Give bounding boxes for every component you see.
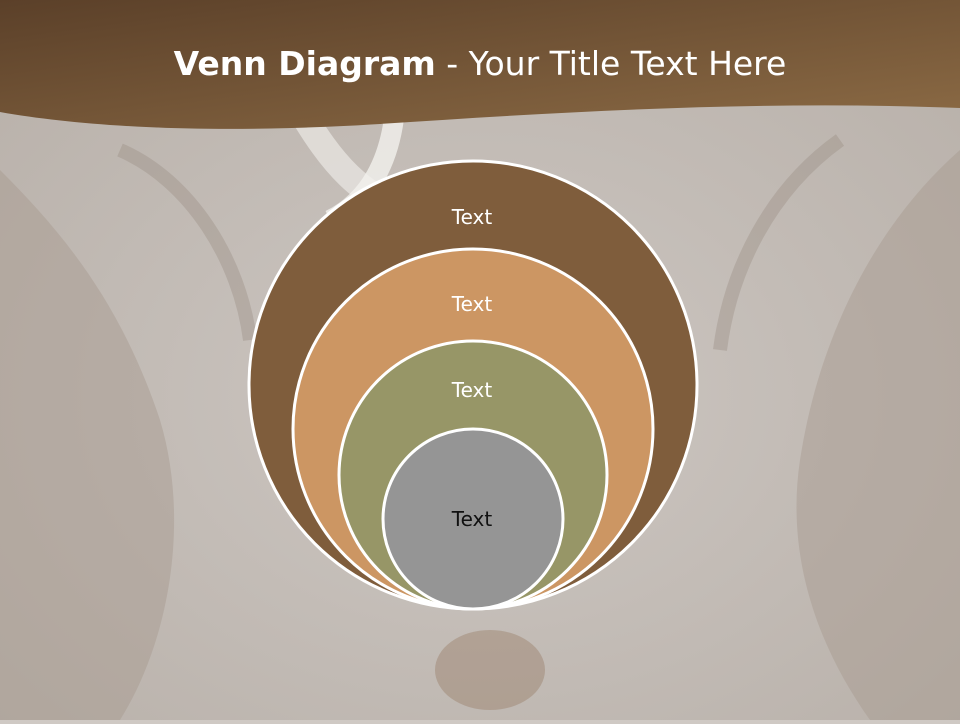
venn-label-3: Text [451, 378, 493, 402]
slide-title: Venn Diagram - Your Title Text Here [0, 38, 960, 90]
header-band [0, 0, 960, 129]
title-rest-part: - Your Title Text Here [435, 44, 787, 83]
venn-label-4: Text [451, 507, 493, 531]
venn-circle-4[interactable] [381, 427, 565, 611]
venn-diagram: Text Text Text Text [247, 159, 699, 611]
venn-label-2: Text [451, 292, 493, 316]
venn-label-1: Text [451, 205, 493, 229]
title-bold-part: Venn Diagram [173, 44, 436, 83]
